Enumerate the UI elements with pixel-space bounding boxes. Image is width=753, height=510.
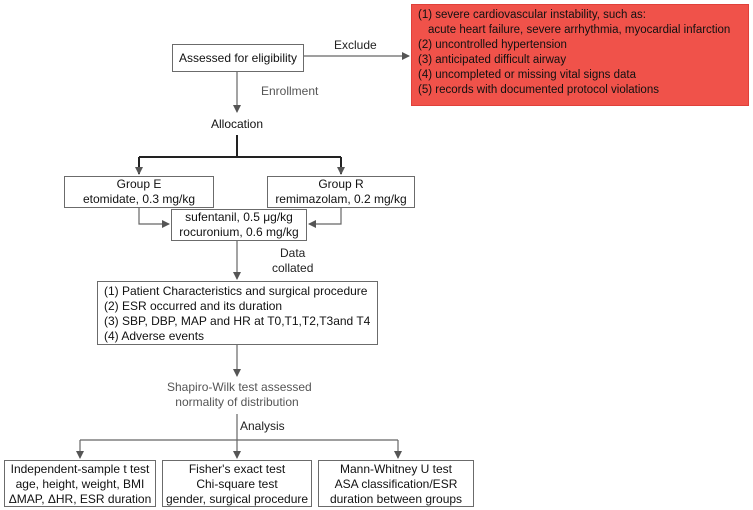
- arrow-e-to-drugs: [138, 208, 170, 228]
- exclusion-line: (1) severe cardiovascular instability, s…: [418, 9, 646, 21]
- test-line: Fisher's exact test: [188, 462, 286, 476]
- exclusion-criteria-box: (1) severe cardiovascular instability, s…: [411, 4, 749, 106]
- test-line: Independent-sample t test: [10, 462, 150, 476]
- group-e-box: Group E etomidate, 0.3 mg/kg: [64, 176, 214, 208]
- exclusion-line: (4) uncompleted or missing vital signs d…: [418, 69, 636, 81]
- normality-label: Shapiro-Wilk test assessed normality of …: [167, 380, 312, 410]
- test-line: age, height, weight, BMI: [15, 477, 145, 491]
- test-line: ΔMAP, ΔHR, ESR duration: [8, 492, 152, 506]
- group-e-title: Group E: [116, 177, 162, 191]
- enrollment-label: Enrollment: [261, 84, 319, 98]
- shared-drugs-box: sufentanil, 0.5 μg/kg rocuronium, 0.6 mg…: [171, 209, 307, 241]
- group-r-box: Group R remimazolam, 0.2 mg/kg: [267, 176, 415, 208]
- eligibility-box: Assessed for eligibility: [172, 44, 304, 72]
- exclusion-line: (5) records with documented protocol vio…: [418, 84, 659, 96]
- test-line: ASA classification/ESR: [334, 477, 458, 491]
- outcome-line: (1) Patient Characteristics and surgical…: [104, 284, 368, 298]
- test-box-3: Mann-Whitney U test ASA classification/E…: [318, 460, 474, 507]
- test-line: Chi-square test: [196, 477, 278, 491]
- normality-line: normality of distribution: [175, 395, 299, 409]
- test-box-1: Independent-sample t test age, height, w…: [4, 460, 156, 507]
- eligibility-text: Assessed for eligibility: [178, 51, 298, 65]
- normality-line: Shapiro-Wilk test assessed: [167, 380, 312, 394]
- test-line: gender, surgical procedure: [165, 492, 309, 506]
- shared-drug-line: rocuronium, 0.6 mg/kg: [179, 225, 299, 239]
- data-collated-line: collated: [272, 261, 314, 275]
- data-collated-label: Data collated: [272, 246, 313, 276]
- exclusion-line: (2) uncontrolled hypertension: [418, 39, 567, 51]
- test-line: duration between groups: [329, 492, 463, 506]
- group-r-drug: remimazolam, 0.2 mg/kg: [275, 192, 407, 206]
- exclusion-line: (3) anticipated difficult airway: [418, 54, 567, 66]
- exclude-label: Exclude: [334, 38, 377, 52]
- test-line: Mann-Whitney U test: [339, 462, 453, 476]
- outcome-line: (2) ESR occurred and its duration: [104, 299, 283, 313]
- analysis-label: Analysis: [240, 419, 285, 433]
- test-box-2: Fisher's exact test Chi-square test gend…: [162, 460, 312, 507]
- arrow-r-to-drugs: [308, 208, 342, 228]
- outcome-line: (3) SBP, DBP, MAP and HR at T0,T1,T2,T3a…: [104, 314, 371, 328]
- shared-drug-line: sufentanil, 0.5 μg/kg: [185, 210, 293, 224]
- group-r-title: Group R: [318, 177, 364, 191]
- outcomes-box: (1) Patient Characteristics and surgical…: [97, 281, 378, 345]
- outcome-line: (4) Adverse events: [104, 329, 205, 343]
- group-e-drug: etomidate, 0.3 mg/kg: [82, 192, 196, 206]
- analysis-split: [80, 414, 398, 441]
- exclusion-line: acute heart failure, severe arrhythmia, …: [428, 24, 731, 36]
- allocation-split: [139, 135, 341, 158]
- allocation-label: Allocation: [211, 117, 264, 131]
- data-collated-line: Data: [280, 246, 306, 260]
